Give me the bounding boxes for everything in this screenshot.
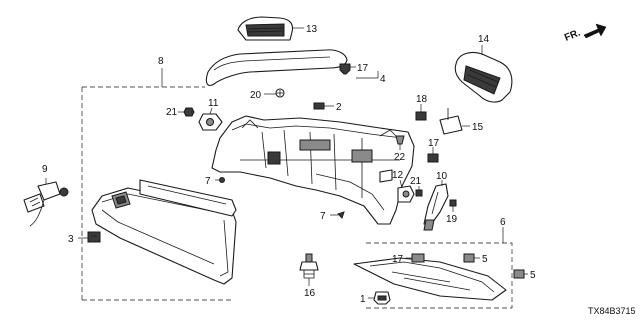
callout-21-left: 21 <box>166 107 178 118</box>
part-12-damper <box>397 179 415 203</box>
callout-12: 12 <box>392 170 404 181</box>
assembly-outline-6 <box>366 227 513 309</box>
part-10-latch <box>423 180 449 231</box>
callout-18: 18 <box>416 94 428 105</box>
callout-21-right: 21 <box>410 176 422 187</box>
callout-3: 3 <box>68 234 74 245</box>
callout-16: 16 <box>304 288 316 299</box>
callout-14: 14 <box>478 34 490 45</box>
glove-box-frame <box>211 115 415 225</box>
assembly-outline-8 <box>81 68 232 301</box>
glove-box-door <box>91 179 237 285</box>
callout-17-lower: 17 <box>392 254 404 265</box>
callout-5-lower: 5 <box>530 270 536 281</box>
part-11-switch <box>198 107 223 131</box>
callout-19: 19 <box>446 214 458 225</box>
callout-22: 22 <box>394 152 406 163</box>
part-3-clip <box>78 231 101 243</box>
front-direction-label: FR. <box>563 27 582 43</box>
part-5-clip-upper <box>463 253 480 263</box>
part-13-upper-vent <box>237 16 304 41</box>
callout-5-upper: 5 <box>482 254 488 265</box>
part-9-lock-cylinder <box>23 178 69 227</box>
part-14-side-vent <box>454 45 513 103</box>
callout-7-upper: 7 <box>205 176 211 187</box>
callouts: 13 8 17 4 14 20 2 21 11 18 15 22 17 12 1… <box>42 24 536 305</box>
part-17-clip-right <box>427 147 439 163</box>
callout-7-lower: 7 <box>320 211 326 222</box>
callout-13: 13 <box>306 24 318 35</box>
callout-17-right: 17 <box>428 138 440 149</box>
part-5-clip-lower <box>513 269 528 279</box>
callout-1: 1 <box>360 294 366 305</box>
front-arrow-icon <box>583 23 607 39</box>
callout-20: 20 <box>250 90 262 101</box>
callout-4: 4 <box>380 74 386 85</box>
part-20-screw <box>264 88 285 98</box>
callout-9: 9 <box>42 164 48 175</box>
part-22-pin <box>395 135 405 150</box>
callout-17-top: 17 <box>357 63 369 74</box>
part-15-label <box>439 108 470 135</box>
part-21-nut-right <box>415 186 423 197</box>
part-2-clip <box>313 102 334 110</box>
part-16-bolt <box>299 253 319 286</box>
part-6-lower-cover <box>353 253 507 301</box>
part-18-clip <box>415 104 427 121</box>
callout-8: 8 <box>158 56 164 67</box>
part-21-nut-left <box>178 107 195 117</box>
callout-10: 10 <box>436 171 448 182</box>
part-4-upper-trim <box>205 49 379 87</box>
part-7-screw-upper <box>215 177 225 183</box>
callout-11: 11 <box>208 98 219 109</box>
callout-2: 2 <box>336 102 342 113</box>
callout-6: 6 <box>500 217 506 228</box>
diagram-code: TX84B3715 <box>588 306 636 316</box>
part-17-clip-top <box>339 63 356 75</box>
callout-15: 15 <box>472 122 484 133</box>
part-7-screw-lower <box>330 211 345 219</box>
part-19-bolt <box>449 199 457 212</box>
part-1-nut <box>368 291 391 305</box>
front-direction-indicator: FR. <box>563 23 607 44</box>
